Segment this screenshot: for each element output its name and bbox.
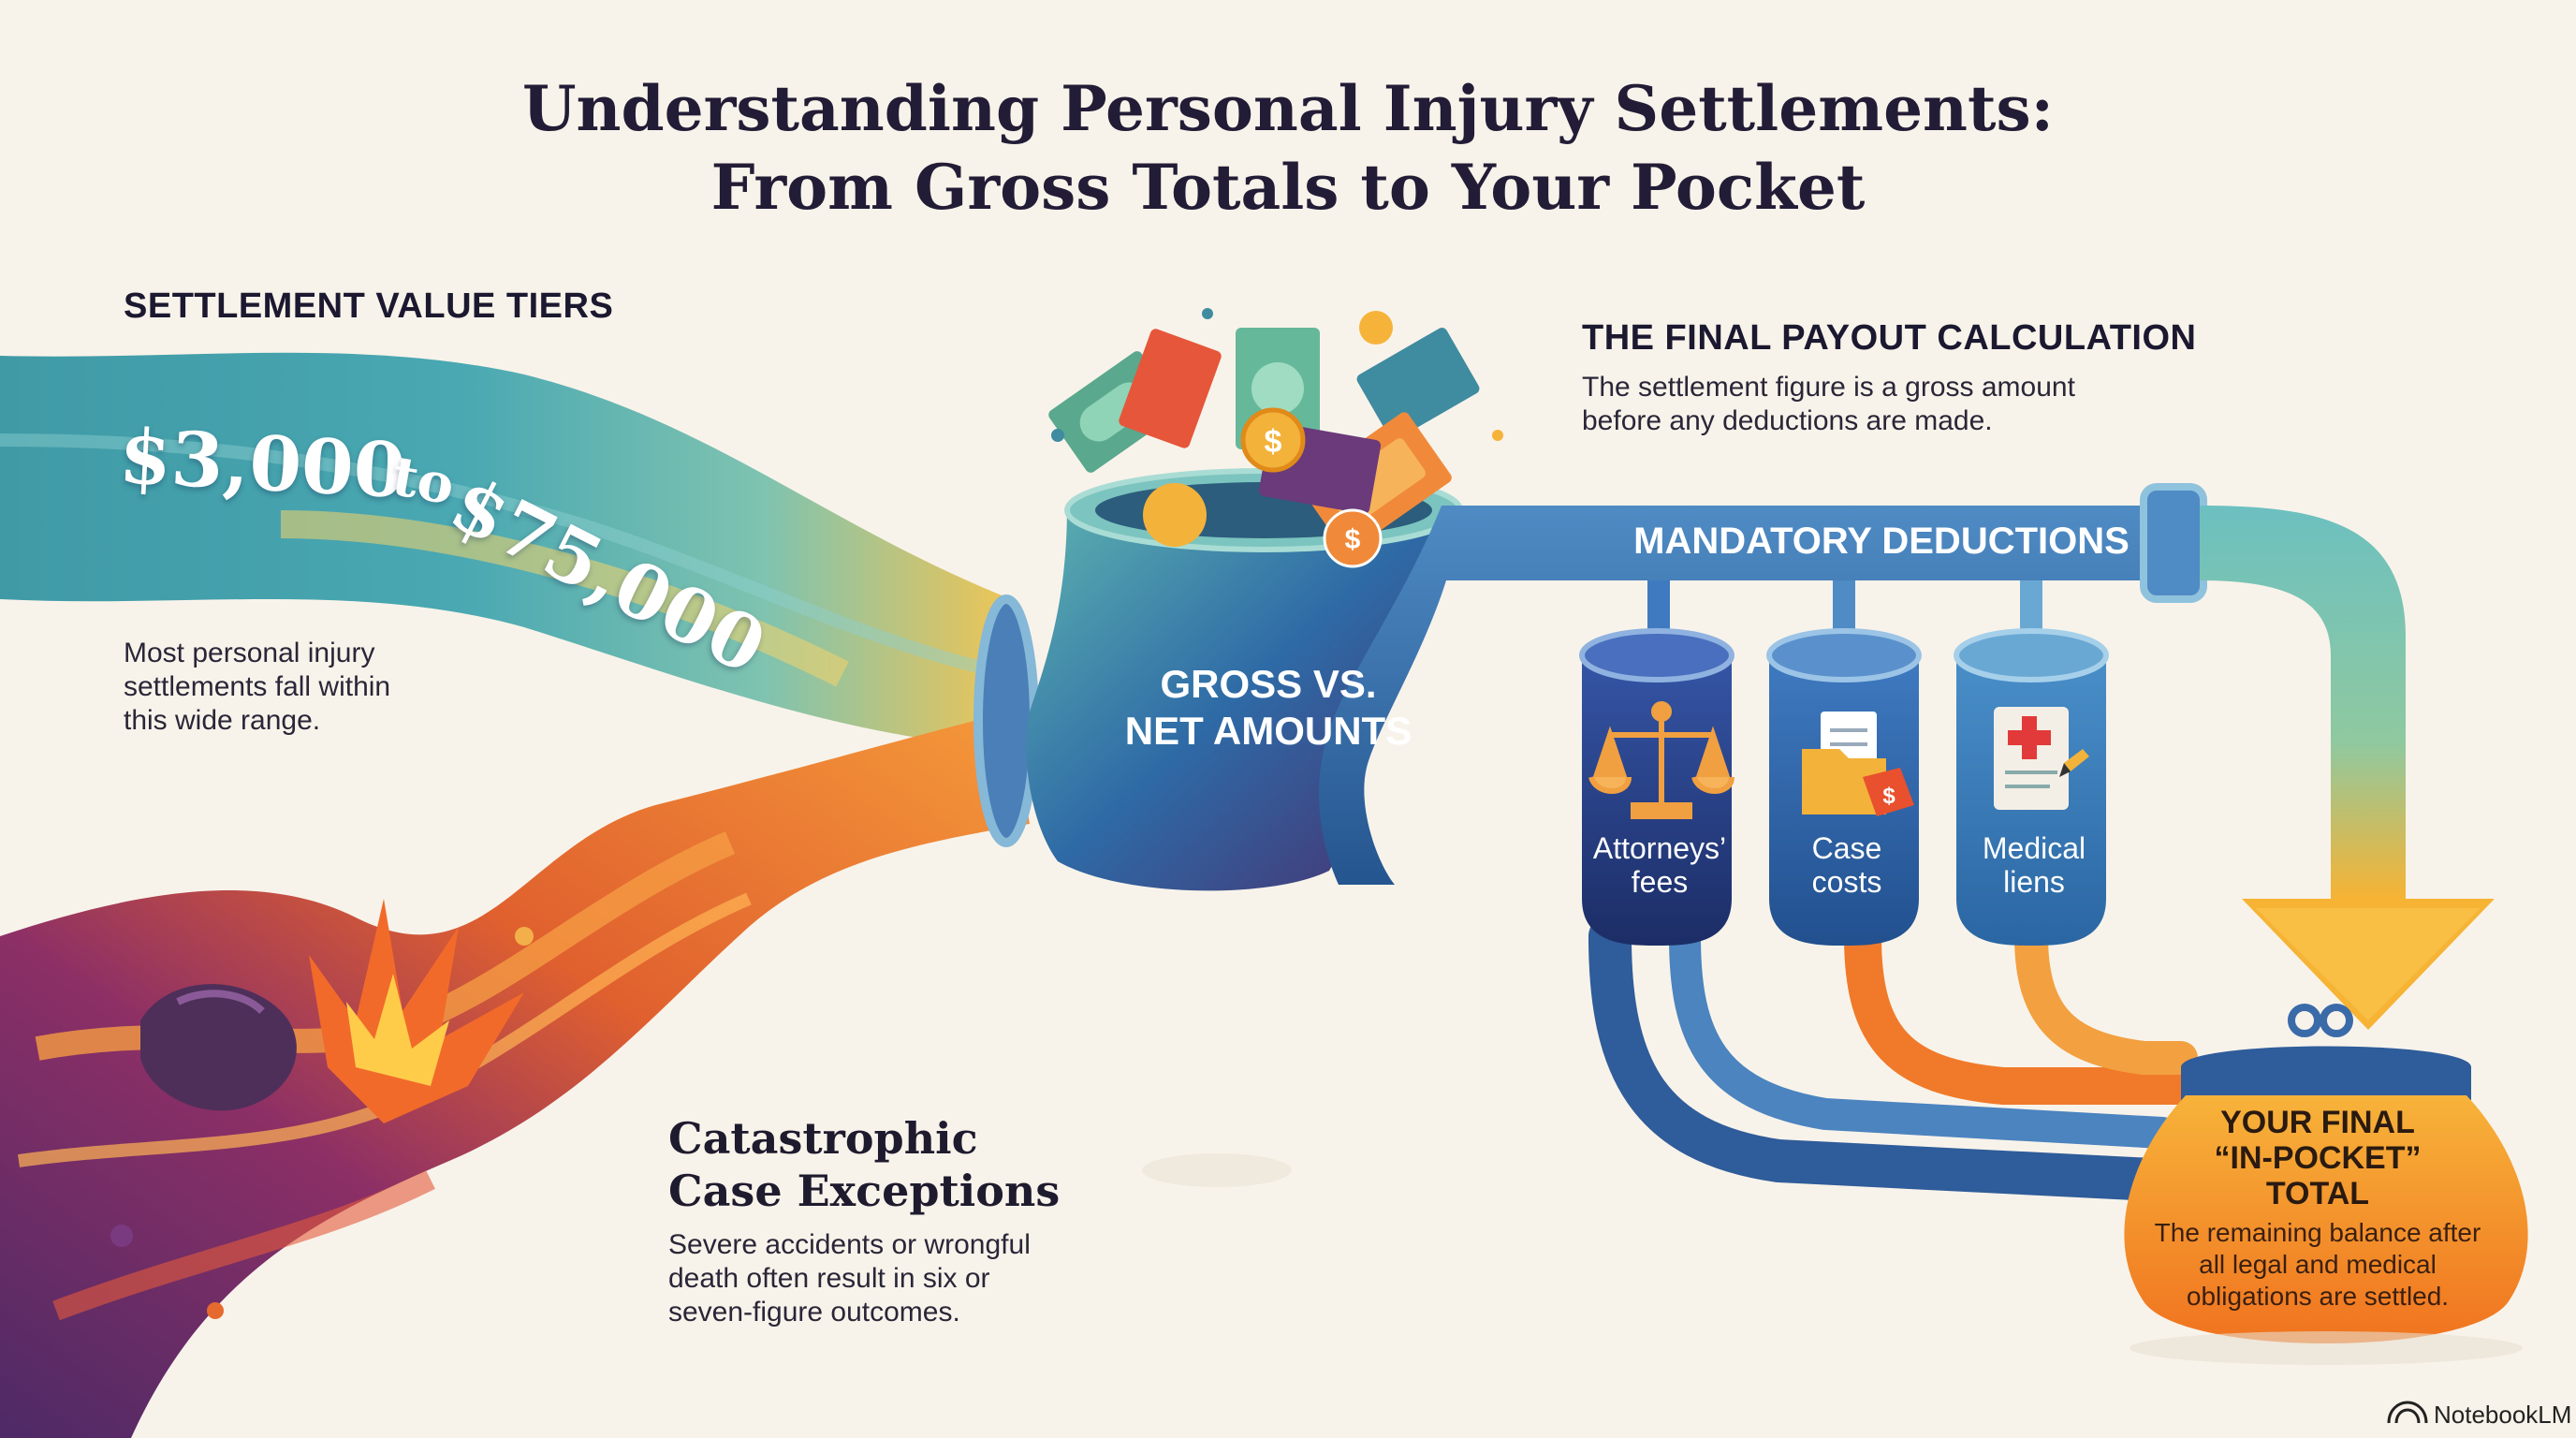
settlement-tiers-heading: SETTLEMENT VALUE TIERS (124, 286, 614, 326)
gross-vs-net-line2: NET AMOUNTS (1124, 709, 1412, 753)
final-total-title: YOUR FINAL “IN-POCKET” TOTAL (2177, 1105, 2458, 1211)
medical-document-icon (1994, 707, 2089, 810)
tiers-description: Most personal injury settlements fall wi… (124, 638, 391, 736)
coin-purse-icon (2124, 1004, 2528, 1365)
pipe-ring (973, 594, 1039, 847)
cup-label-line2: fees (1631, 865, 1689, 899)
final-total-title-line2: “IN-POCKET” (2214, 1140, 2422, 1176)
rock-icon (140, 984, 297, 1111)
scales-icon (1588, 701, 1734, 819)
cup-label-line2: liens (2003, 865, 2065, 899)
range-to-word: to (388, 444, 460, 518)
payout-description: The settlement figure is a gross amount … (1582, 372, 2075, 436)
final-bend-pipe (2200, 506, 2406, 899)
final-total-title-line1: YOUR FINAL (2220, 1105, 2415, 1140)
orange-catastrophic-stream (0, 712, 1030, 1438)
catastrophic-heading-line2: Case Exceptions (668, 1166, 1061, 1216)
output-pipe-4 (2014, 919, 2198, 1075)
cup-label-line2: costs (1811, 865, 1882, 899)
svg-text:$: $ (1345, 524, 1361, 555)
brand-name: NotebookLM (2434, 1401, 2572, 1429)
final-total-description: The remaining balance after all legal an… (2154, 1218, 2481, 1311)
catastrophic-description: Severe accidents or wrongful death often… (668, 1229, 1031, 1328)
cup-label-medical-liens: Medical liens (1959, 831, 2109, 899)
final-total-title-line3: TOTAL (2265, 1176, 2370, 1211)
notebooklm-brand: NotebookLM (2434, 1401, 2571, 1430)
cup-label-attorneys-fees: Attorneys’ fees (1585, 831, 1734, 899)
folder-price-tag-icon: $ (1802, 712, 1914, 816)
page-title: Understanding Personal Injury Settlement… (521, 72, 2055, 145)
mandatory-deductions-label: MANDATORY DEDUCTIONS (1633, 521, 2130, 562)
funnel-bowl (1026, 492, 1460, 891)
output-pipe-3 (1844, 917, 2200, 1105)
money-cash-icon: $ $ (1048, 308, 1503, 568)
explosion-icon (309, 899, 524, 1123)
range-from: $3,000 (117, 412, 408, 515)
gross-vs-net-label: GROSS VS. NET AMOUNTS (1086, 661, 1451, 755)
page-subtitle: From Gross Totals to Your Pocket (710, 151, 1866, 224)
cup-label-line1: Attorneys’ (1592, 831, 1727, 865)
cup-label-case-costs: Case costs (1772, 831, 1922, 899)
cup-attorneys-fees (1579, 628, 1734, 946)
cup-label-line1: Case (1811, 831, 1882, 865)
svg-text:$: $ (1265, 424, 1282, 460)
notebooklm-logo-icon (2387, 1401, 2428, 1424)
main-pipe (1319, 506, 2172, 885)
cup-label-line1: Medical (1982, 831, 2086, 865)
svg-text:$: $ (1882, 784, 1895, 809)
gross-vs-net-line1: GROSS VS. (1160, 662, 1377, 706)
output-pipe-1 (1588, 915, 2174, 1201)
payout-heading: THE FINAL PAYOUT CALCULATION (1582, 318, 2197, 358)
output-pipe-2 (1669, 920, 2178, 1149)
catastrophic-heading-line1: Catastrophic (668, 1113, 978, 1164)
